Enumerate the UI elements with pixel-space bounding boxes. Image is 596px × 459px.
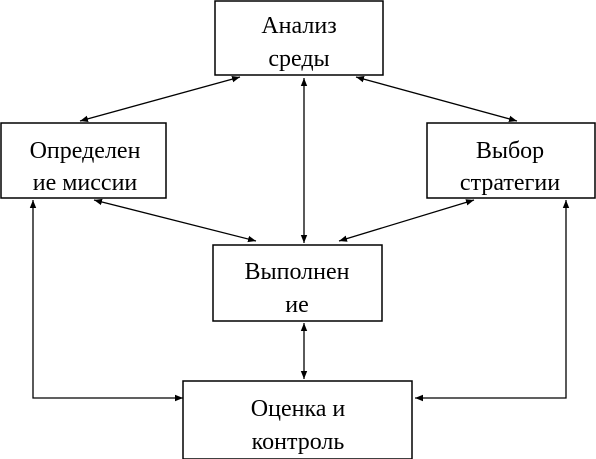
edge-analysis-strategy (355, 76, 518, 122)
node-mission-box (0, 122, 167, 199)
edge-mission-execution (93, 198, 257, 243)
edge-analysis-mission (79, 76, 241, 122)
node-strategy-label-line2: стратегии (460, 170, 560, 196)
node-execution-label-line2: ие (285, 292, 309, 318)
node-strategy-box (426, 122, 596, 199)
node-evaluation-box (182, 380, 413, 459)
edge-mission-evaluation (29, 200, 183, 402)
node-mission-label-line2: ие миссии (33, 170, 138, 196)
node-evaluation: Оценка и контроль (182, 380, 413, 459)
node-strategy-label-line1: Выбор (476, 138, 544, 164)
node-mission-label-line1: Определен (30, 138, 141, 164)
node-mission: Определен ие миссии (0, 122, 167, 199)
node-execution: Выполнен ие (212, 244, 383, 322)
node-analysis-label-line1: Анализ (261, 13, 336, 39)
node-analysis-label-line2: среды (268, 46, 329, 72)
connectors (29, 76, 570, 402)
node-analysis-box (214, 0, 384, 76)
node-execution-box (212, 244, 383, 322)
node-execution-label-line1: Выполнен (245, 259, 350, 285)
node-evaluation-label-line2: контроль (252, 429, 345, 455)
node-strategy: Выбор стратегии (426, 122, 596, 199)
edge-strategy-evaluation (415, 200, 570, 402)
node-analysis: Анализ среды (214, 0, 384, 76)
node-evaluation-label-line1: Оценка и (251, 396, 346, 422)
edge-strategy-execution (338, 199, 475, 242)
